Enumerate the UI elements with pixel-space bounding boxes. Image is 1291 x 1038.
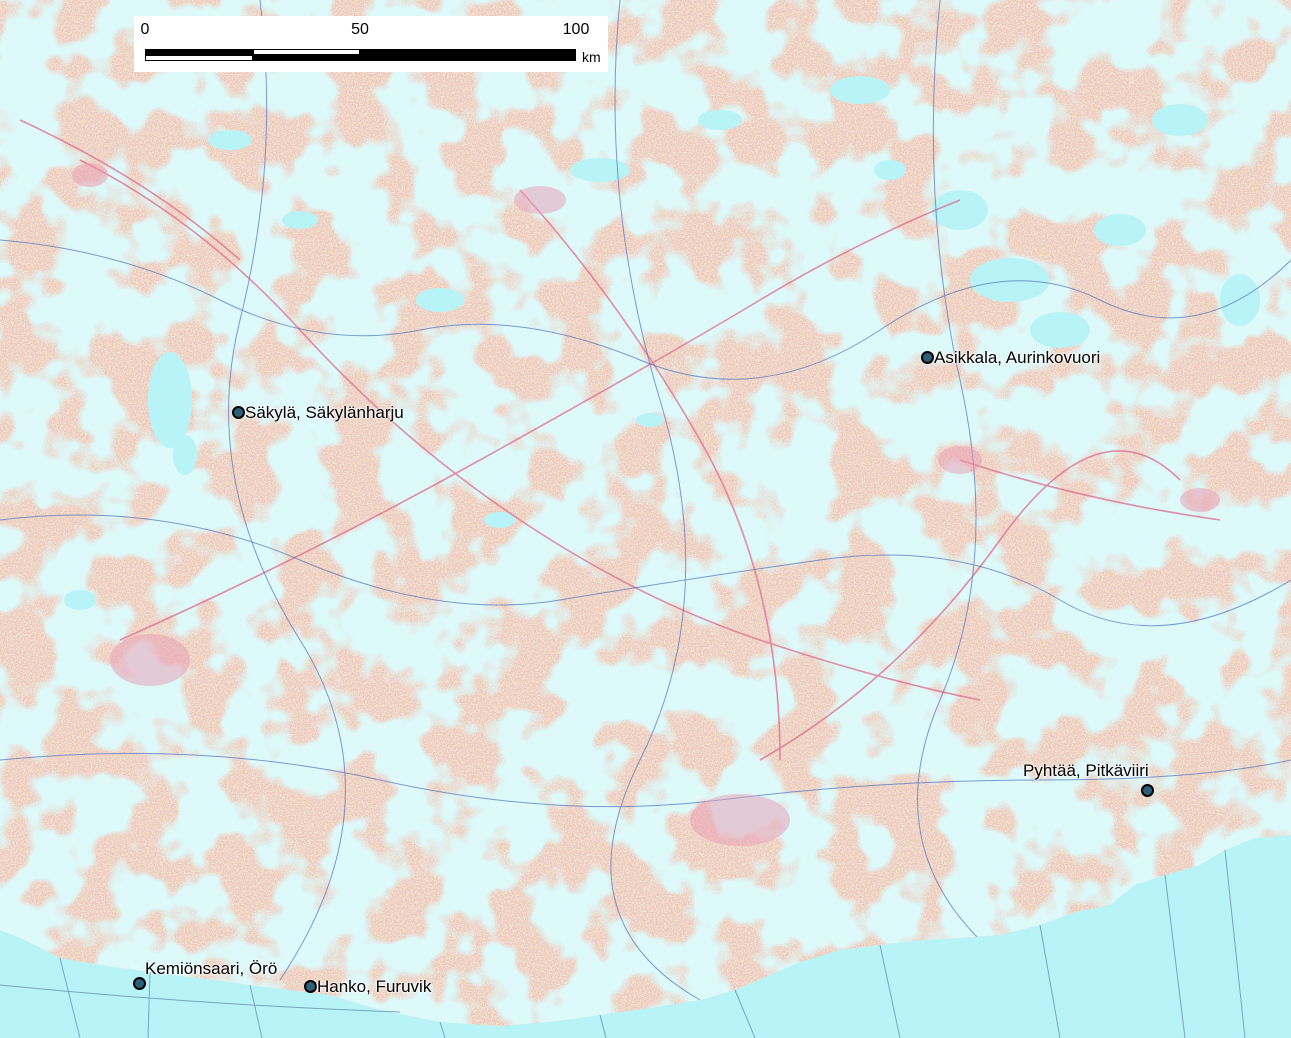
location-marker-icon[interactable]: [232, 406, 245, 419]
location-marker-icon[interactable]: [921, 351, 934, 364]
scale-segment-3: [145, 55, 253, 61]
place-label: Kemiönsaari, Örö: [145, 959, 278, 978]
lakes: [64, 76, 1260, 610]
scale-bar: 0 50 100 km: [134, 16, 608, 72]
location-marker-icon[interactable]: [133, 977, 146, 990]
scale-label-0: 0: [140, 21, 150, 38]
place-label: Säkylä, Säkylänharju: [245, 403, 404, 422]
place-hanko[interactable]: Hanko, Furuvik: [304, 978, 431, 995]
place-kemionsaari[interactable]: Kemiönsaari, Örö: [133, 960, 277, 990]
place-pyhtaa[interactable]: Pyhtää, Pitkäviiri: [1023, 761, 1154, 797]
scale-segment-1: [145, 49, 253, 55]
place-sakyla[interactable]: Säkylä, Säkylänharju: [232, 404, 404, 421]
place-asikkala[interactable]: Asikkala, Aurinkovuori: [921, 349, 1100, 366]
scale-segment-2: [253, 49, 360, 55]
boundaries: [0, 0, 1291, 1001]
urban-areas: [72, 163, 1220, 846]
roads: [19, 119, 1221, 761]
location-marker-icon[interactable]: [304, 980, 317, 993]
maritime-boundaries: [0, 849, 1246, 1038]
place-label: Asikkala, Aurinkovuori: [934, 348, 1101, 367]
scale-label-100: 100: [562, 21, 590, 38]
place-label: Pyhtää, Pitkäviiri: [1023, 761, 1149, 780]
location-marker-icon[interactable]: [1140, 784, 1154, 797]
scale-unit: km: [582, 49, 601, 65]
scale-segment-4: [253, 55, 360, 61]
place-label: Hanko, Furuvik: [317, 977, 432, 996]
scale-label-50: 50: [351, 21, 369, 38]
scale-segment-5: [360, 49, 576, 61]
